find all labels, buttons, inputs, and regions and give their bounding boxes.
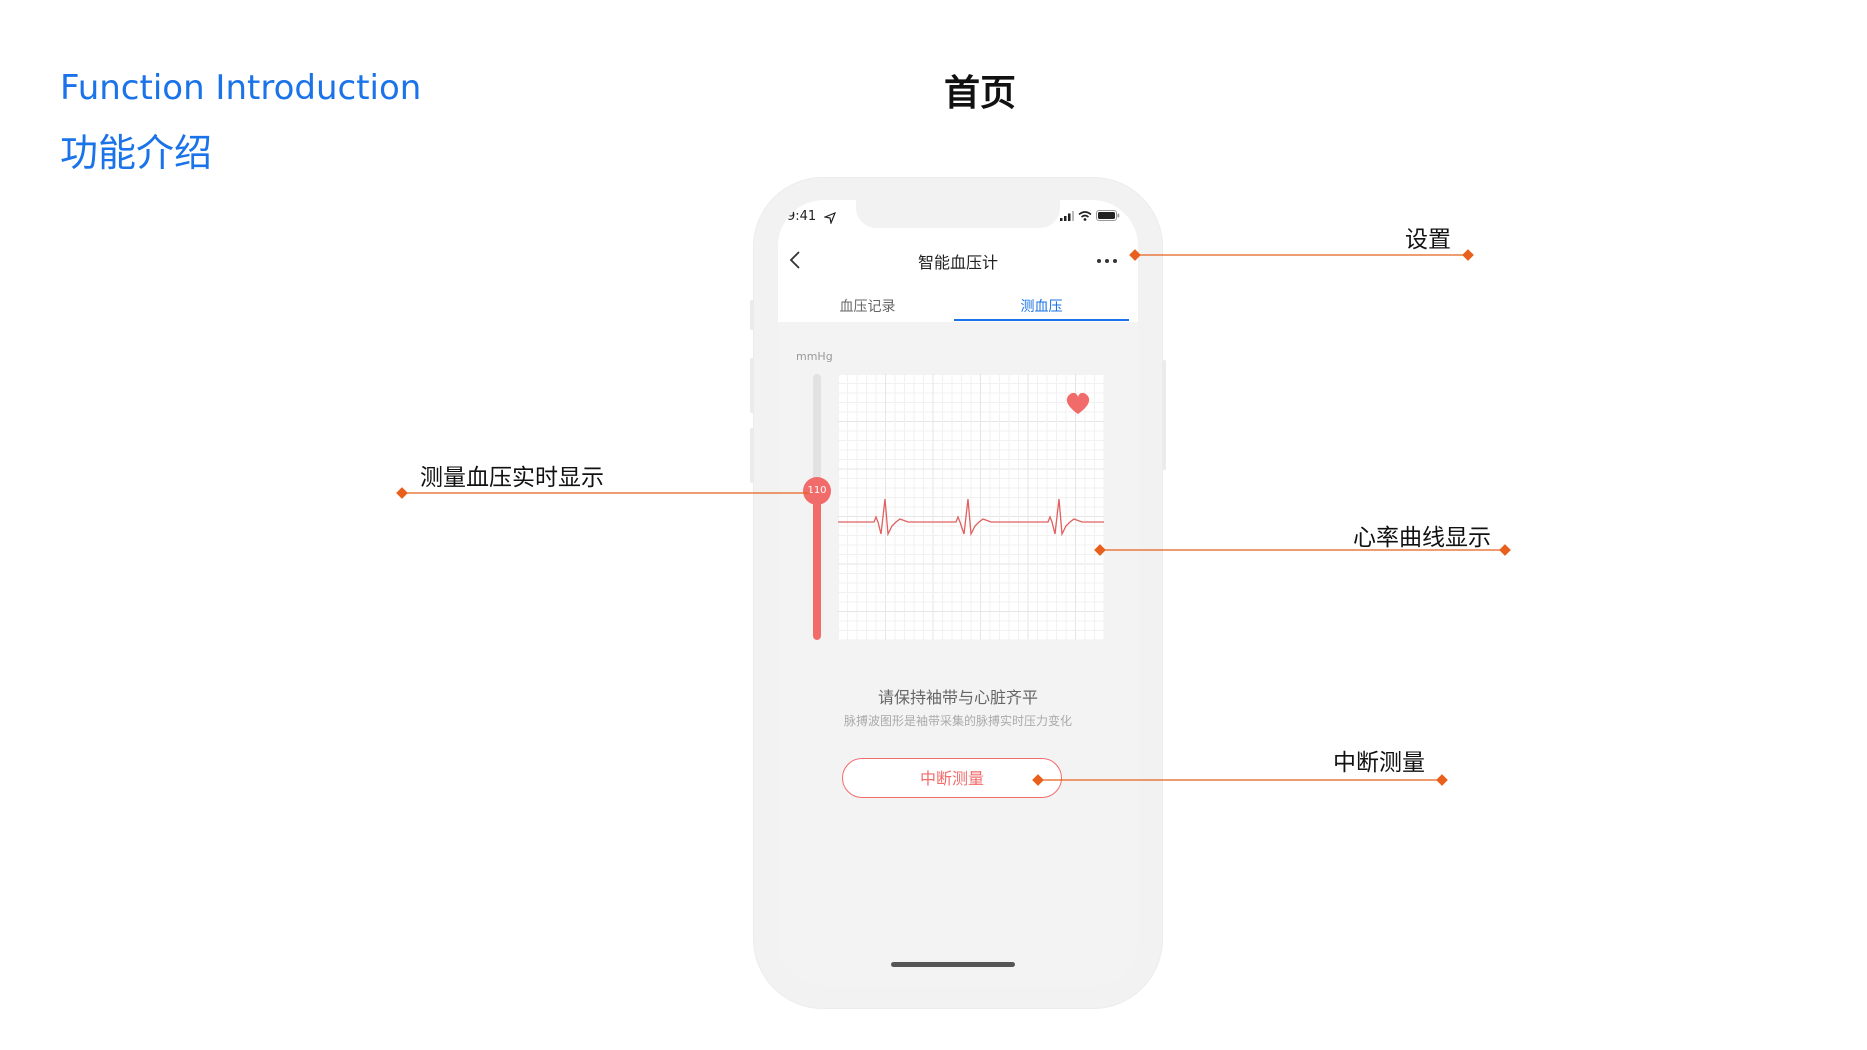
- battery-icon: [1096, 210, 1120, 221]
- callout-heart-curve: 心率曲线显示: [1353, 525, 1491, 551]
- heart-rate-chart: [838, 374, 1104, 640]
- phone-volume-down: [750, 428, 754, 483]
- hint-sub: 脉搏波图形是袖带采集的脉搏实时压力变化: [843, 714, 1072, 728]
- leader-diamond: [1436, 774, 1448, 786]
- more-dots-icon[interactable]: [1096, 258, 1118, 264]
- leader-diamond: [396, 487, 408, 499]
- page-heading: 首页: [943, 73, 1016, 114]
- pressure-gauge-track: [813, 374, 821, 640]
- chart-grid: [838, 374, 1104, 640]
- phone-side-button: [750, 300, 754, 330]
- heart-rate-curve: [838, 498, 1104, 537]
- callout-settings: 设置: [1405, 227, 1451, 253]
- leader-diamond: [1129, 249, 1141, 261]
- hint-main: 请保持袖带与心脏齐平: [877, 688, 1038, 707]
- leader-diamond: [1499, 544, 1511, 556]
- pressure-gauge-fill: [813, 491, 821, 640]
- unit-label: mmHg: [796, 350, 833, 363]
- pressure-value-knob: 110: [803, 477, 831, 505]
- phone-screen: 9:41: [778, 200, 1138, 986]
- leader-diamond: [1032, 774, 1044, 786]
- phone-notch: [856, 200, 1060, 228]
- status-icons: [1060, 210, 1120, 221]
- phone-mockup: 9:41: [750, 177, 1166, 1009]
- callout-stop-measure: 中断测量: [1333, 750, 1425, 776]
- back-chevron-icon[interactable]: [788, 250, 804, 270]
- tab-bp-records[interactable]: 血压记录: [839, 299, 896, 315]
- leader-diamond: [1462, 249, 1474, 261]
- stop-measure-button[interactable]: 中断测量: [842, 758, 1062, 798]
- signal-icon: [1060, 210, 1074, 221]
- phone-power-button: [1162, 360, 1166, 470]
- phone-volume-up: [750, 358, 754, 413]
- leader-diamond: [1094, 544, 1106, 556]
- intro-title-en: Function Introduction: [60, 68, 422, 108]
- status-time: 9:41: [787, 209, 817, 224]
- location-arrow-icon: [824, 212, 836, 224]
- tab-measure-bp[interactable]: 测血压: [1020, 299, 1063, 315]
- home-indicator: [891, 962, 1015, 967]
- nav-title: 智能血压计: [917, 253, 998, 272]
- wifi-icon: [1078, 210, 1092, 221]
- tab-active-underline: [954, 319, 1129, 321]
- callout-realtime-bp: 测量血压实时显示: [420, 465, 604, 491]
- heart-icon: [1066, 392, 1090, 414]
- intro-title-cn: 功能介绍: [60, 131, 213, 175]
